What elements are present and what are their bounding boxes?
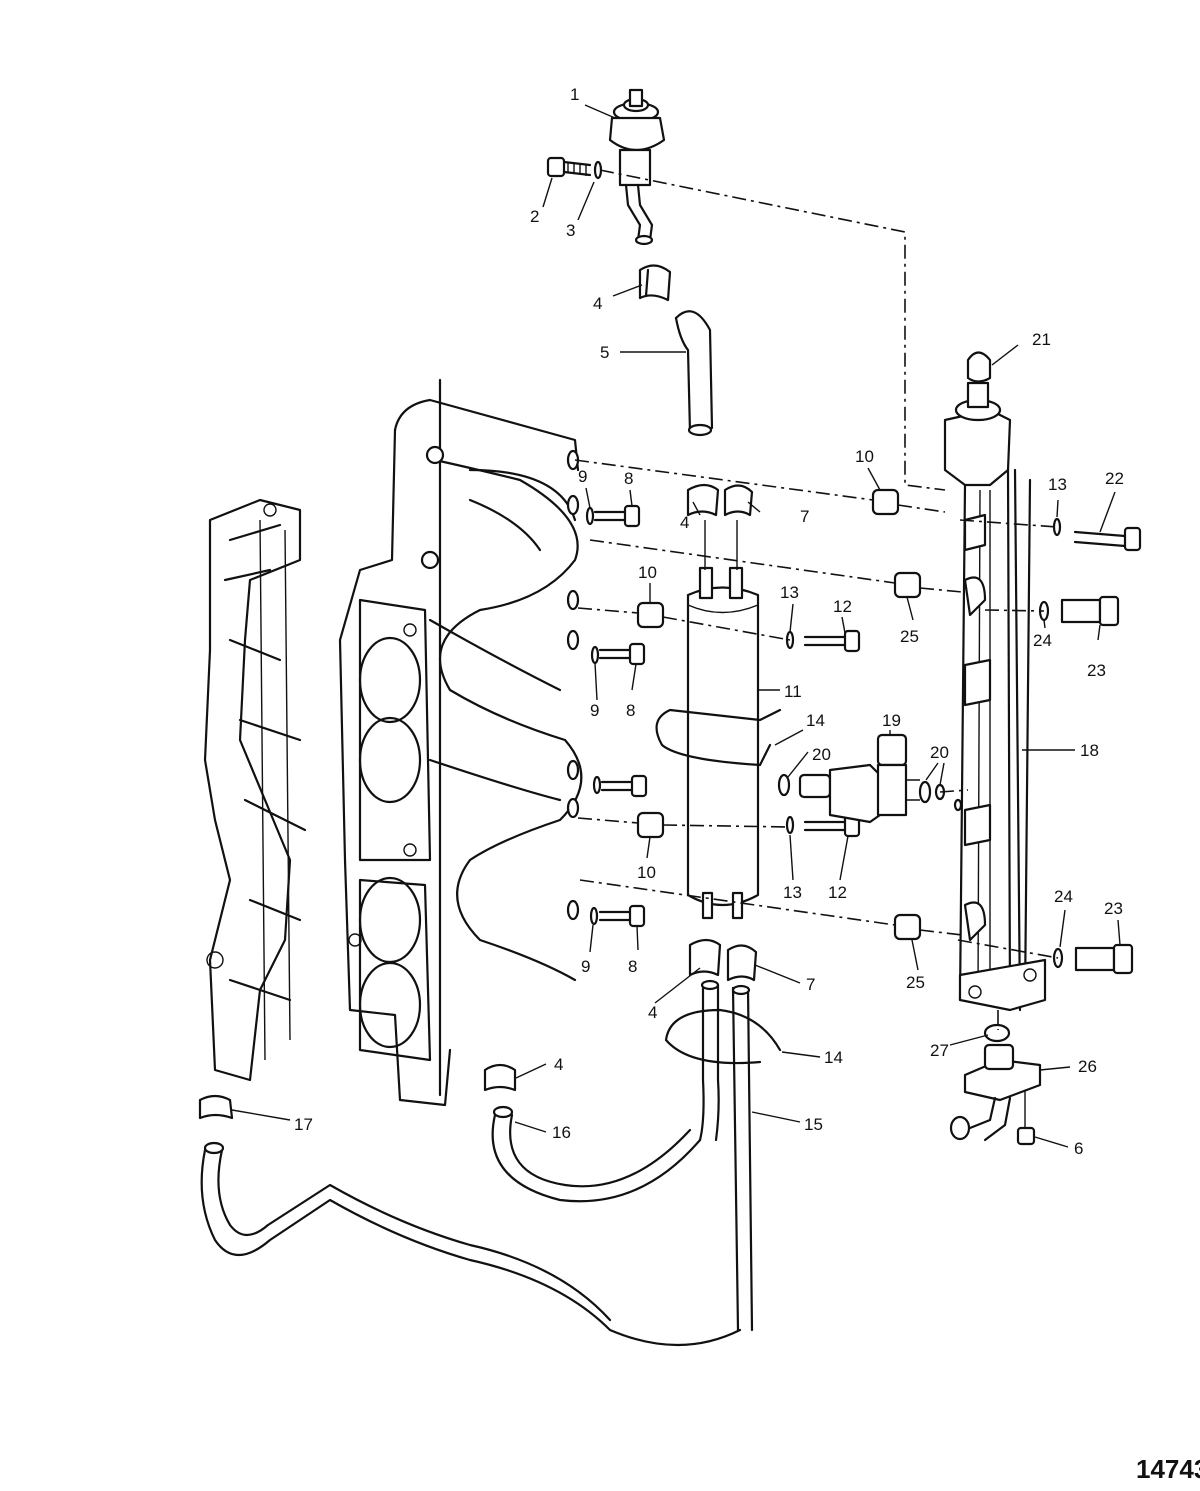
callout-4-top: 4: [593, 294, 602, 313]
pressure-regulator: [608, 88, 666, 246]
hose-5: [674, 310, 714, 437]
clamps-bottom-pair: [688, 938, 758, 982]
fuel-rail: [943, 381, 1047, 1012]
intake-manifold: [338, 378, 583, 1107]
fitting-26: [949, 1043, 1042, 1142]
leader-lines: [231, 104, 1121, 1148]
bolts-12: [803, 629, 861, 838]
callout-7-upper: 7: [800, 507, 809, 526]
callout-27: 27: [930, 1041, 949, 1060]
callout-10-low: 10: [637, 863, 656, 882]
callout-5: 5: [600, 343, 609, 362]
hose-16: [491, 1105, 702, 1203]
fuel-cooler-canister: [686, 566, 760, 920]
grommet-25-top: [893, 571, 922, 599]
callout-25-top: 25: [900, 627, 919, 646]
hose-17: [200, 1141, 742, 1347]
clip-14-upper: [655, 708, 782, 767]
callout-9-low: 9: [581, 957, 590, 976]
callout-2: 2: [530, 207, 539, 226]
callout-9-mid: 9: [590, 701, 599, 720]
callout-14-lower: 14: [824, 1048, 843, 1067]
washer-9b: [590, 645, 600, 665]
callout-8-low: 8: [628, 957, 637, 976]
callout-3: 3: [566, 221, 575, 240]
assembly-lines: [574, 459, 1059, 1030]
screw-6: [1016, 1090, 1036, 1146]
callout-16: 16: [552, 1123, 571, 1142]
assembly-line-regulator: [599, 169, 946, 491]
callout-4-lower: 4: [648, 1003, 657, 1022]
bolts-23: [1060, 595, 1134, 975]
callout-20-right: 20: [930, 743, 949, 762]
callout-9-top: 9: [578, 467, 587, 486]
cap-21: [966, 351, 992, 383]
callout-4-upper: 4: [680, 513, 689, 532]
hose-15: [698, 979, 754, 1332]
clamp-4-top: [638, 264, 672, 302]
clamp-4-lower: [483, 1063, 517, 1092]
callout-12-lower: 12: [828, 883, 847, 902]
o-ring-27: [983, 1023, 1011, 1043]
callout-20-left: 20: [812, 745, 831, 764]
callout-13-low: 13: [783, 883, 802, 902]
callout-13-mid: 13: [780, 583, 799, 602]
callout-4-bottom: 4: [554, 1055, 563, 1074]
callout-7-lower: 7: [806, 975, 815, 994]
callout-13-top: 13: [1048, 475, 1067, 494]
grommet-10-mid: [636, 601, 665, 629]
grommet-10-top: [871, 488, 900, 516]
callout-8-top: 8: [624, 469, 633, 488]
bolts-8: [593, 504, 648, 928]
callout-labels: 1 2 3 4 5 21 10 13 22 9 8 4 7 10 13 12 2…: [294, 85, 1124, 1158]
callout-23-low: 23: [1104, 899, 1123, 918]
clamp-17: [198, 1094, 234, 1120]
washer-9c: [592, 775, 602, 795]
figure-number: 14743: [1136, 1454, 1200, 1484]
o-ring-20-left: [777, 773, 791, 797]
callout-26: 26: [1078, 1057, 1097, 1076]
callout-24-top: 24: [1033, 631, 1052, 650]
callout-22: 22: [1105, 469, 1124, 488]
adapter-plate: [203, 498, 307, 1082]
callout-17: 17: [294, 1115, 313, 1134]
washer-9a: [585, 506, 595, 526]
callout-1: 1: [570, 85, 579, 104]
callout-25-low: 25: [906, 973, 925, 992]
washer-9d: [589, 906, 599, 926]
callout-10-top: 10: [855, 447, 874, 466]
callout-11: 11: [784, 682, 802, 701]
callout-23-top: 23: [1087, 661, 1106, 680]
clamps-top-pair: [686, 483, 754, 570]
grommet-25-bottom: [893, 913, 922, 941]
washer-13c: [1052, 517, 1062, 537]
callout-24-low: 24: [1054, 887, 1073, 906]
callout-15: 15: [804, 1115, 823, 1134]
callout-21: 21: [1032, 330, 1051, 349]
washer-13b: [785, 815, 795, 835]
grommet-10-low: [636, 811, 665, 839]
callout-10-mid: 10: [638, 563, 657, 582]
callout-18: 18: [1080, 741, 1099, 760]
bolt-2: [546, 156, 592, 178]
clip-14-lower: [664, 1008, 782, 1065]
callout-6: 6: [1074, 1139, 1083, 1158]
callout-12-upper: 12: [833, 597, 852, 616]
callout-8-mid: 8: [626, 701, 635, 720]
callout-14-upper: 14: [806, 711, 825, 730]
callout-19: 19: [882, 711, 901, 730]
bolt-22: [1073, 526, 1142, 552]
